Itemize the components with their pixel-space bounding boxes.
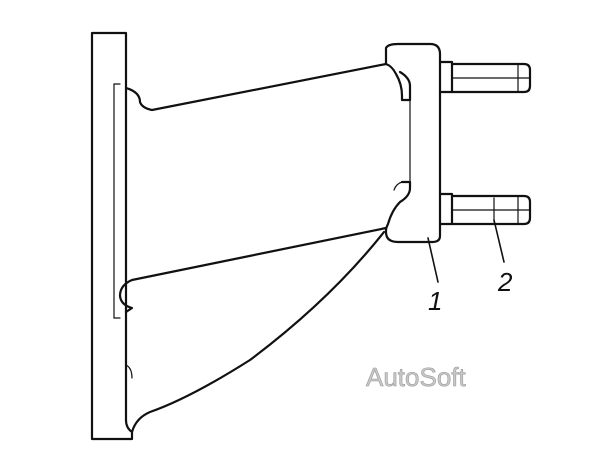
mounting-flange	[90, 31, 134, 441]
mounting-pad-part-1	[384, 42, 442, 244]
stud-lower-part-2	[438, 192, 532, 226]
watermark: AutoSoft	[366, 362, 467, 392]
bracket-body	[118, 62, 388, 434]
leader-line-1	[427, 237, 439, 283]
callout-label-1: 1	[428, 286, 442, 316]
callout-label-2: 2	[497, 267, 513, 297]
leader-line-2	[493, 219, 505, 263]
stud-upper	[438, 60, 532, 94]
